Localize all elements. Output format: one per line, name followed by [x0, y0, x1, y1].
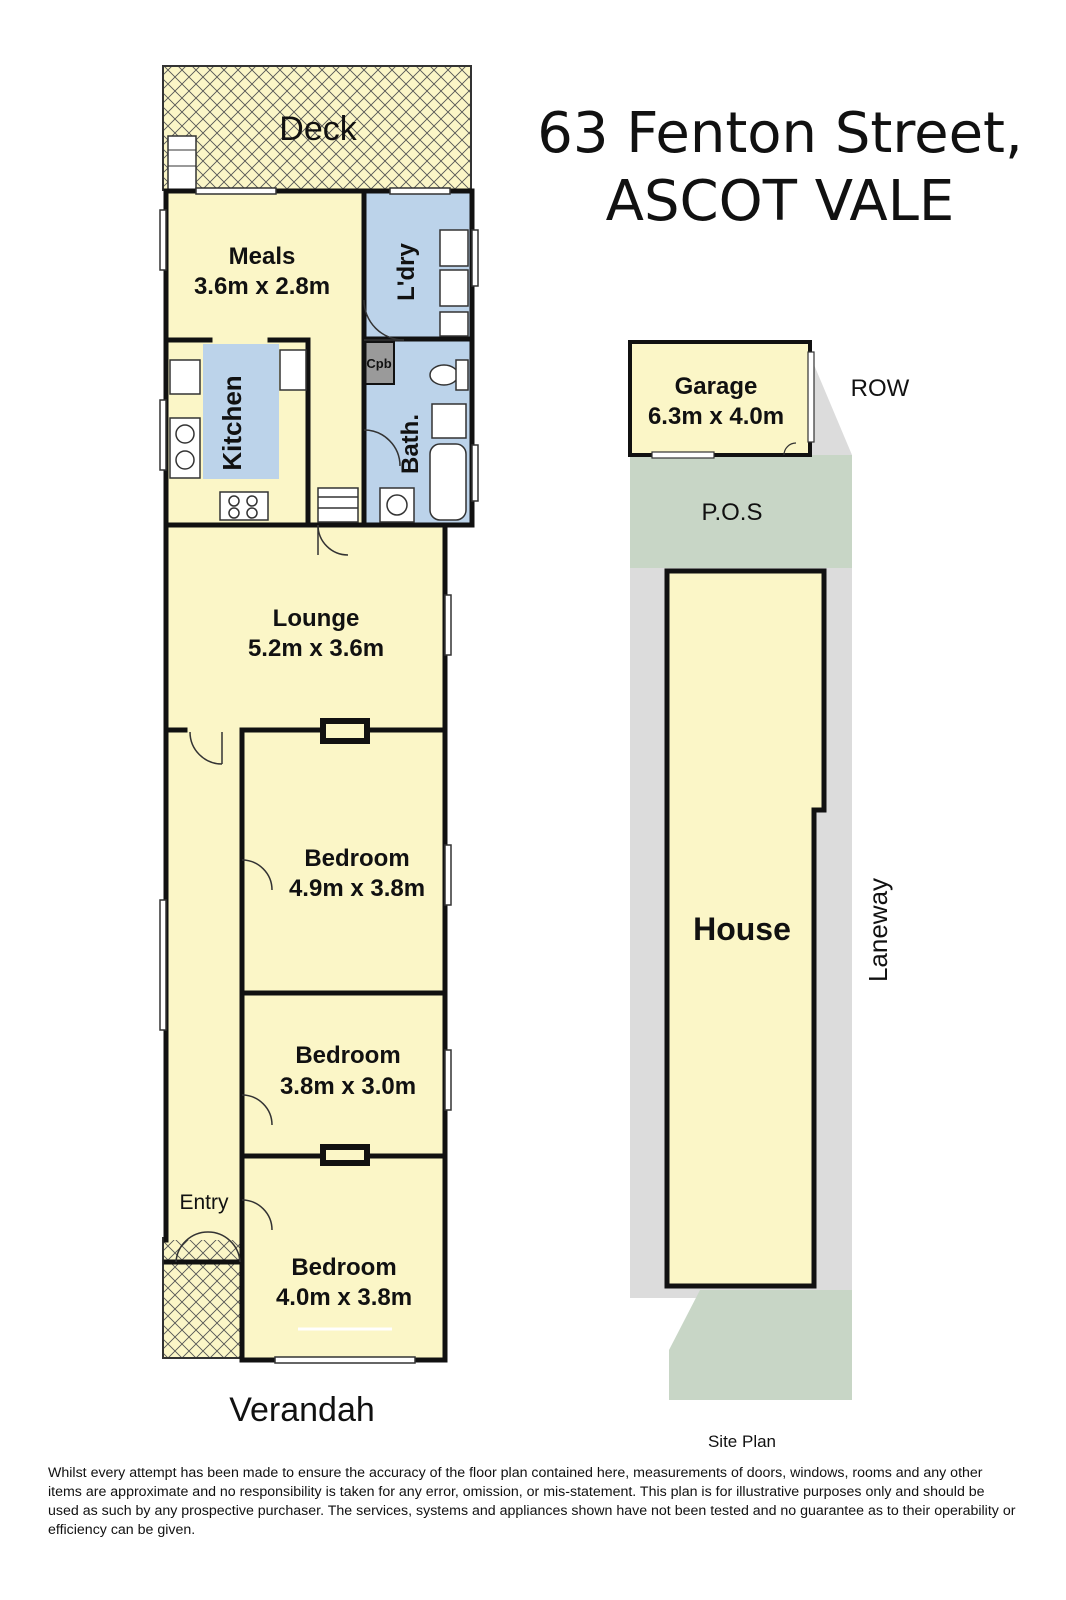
house-outline [664, 568, 827, 1289]
bath-label: Bath. [397, 414, 424, 474]
entry-label: Entry [179, 1191, 229, 1214]
meals-size-label: 3.6m x 2.8m [194, 273, 330, 300]
bedroom-1-room [242, 730, 445, 993]
deck-label: Deck [279, 110, 357, 148]
address-suburb: ASCOT VALE [605, 169, 955, 234]
verandah-label: Verandah [229, 1391, 375, 1429]
bedroom-3-size-label: 4.0m x 3.8m [276, 1284, 412, 1311]
row-strip [812, 360, 852, 455]
garage-box [628, 340, 812, 457]
garage-size-label: 6.3m x 4.0m [648, 403, 784, 430]
windows [159, 187, 479, 1364]
bedroom-2-name-label: Bedroom [295, 1042, 400, 1069]
kitchen-bench [203, 344, 279, 479]
bedroom-2-size-label: 3.8m x 3.0m [280, 1073, 416, 1100]
lounge-name-label: Lounge [273, 605, 360, 632]
meals-name-label: Meals [229, 243, 296, 270]
lounge-room [166, 525, 445, 730]
bedroom-2-room [242, 993, 445, 1156]
deck-steps [167, 135, 197, 191]
site-plan-caption: Site Plan [708, 1432, 776, 1451]
hallway [166, 730, 242, 1240]
laundry-label: L'dry [393, 242, 420, 300]
deck-area [162, 65, 472, 191]
fixtures [169, 229, 469, 523]
bedroom-3-room [242, 1156, 445, 1360]
pos-label: P.O.S [702, 499, 763, 526]
front-yard [669, 1290, 852, 1400]
lounge-size-label: 5.2m x 3.6m [248, 635, 384, 662]
disclaimer-text: Whilst every attempt has been made to en… [48, 1465, 1016, 1538]
property-address-title: 63 Fenton Street, ASCOT VALE [520, 100, 1040, 236]
cupboard-label: Cpb [366, 356, 391, 371]
bedroom-1-name-label: Bedroom [304, 845, 409, 872]
house-label: House [693, 911, 791, 947]
laneway-label: Laneway [863, 878, 893, 982]
bedroom-3-name-label: Bedroom [291, 1254, 396, 1281]
bedroom-1-size-label: 4.9m x 3.8m [289, 875, 425, 902]
pos-area [630, 455, 852, 568]
address-street: 63 Fenton Street, [537, 101, 1023, 166]
kitchen-label: Kitchen [217, 375, 247, 470]
garage-name-label: Garage [675, 373, 758, 400]
row-label: ROW [851, 375, 910, 402]
door-swings [175, 299, 405, 1263]
